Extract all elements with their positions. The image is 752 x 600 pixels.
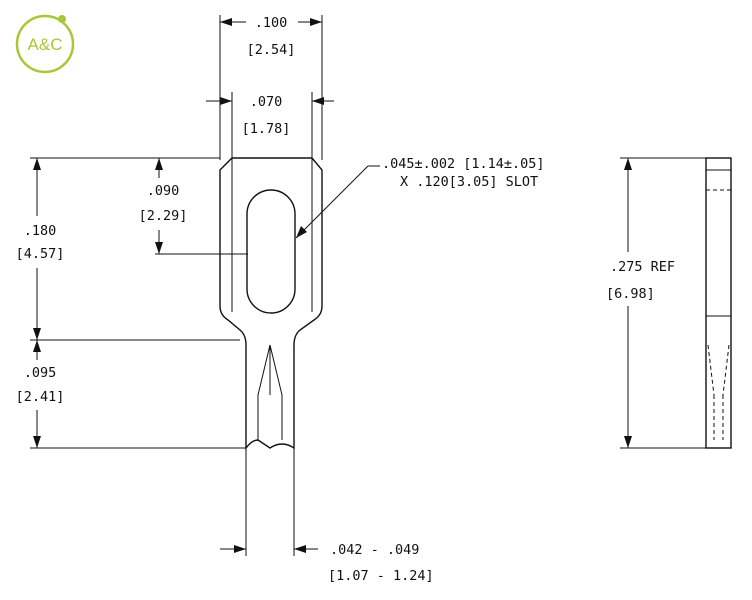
company-logo: A&C bbox=[15, 14, 75, 74]
side-view-outline bbox=[705, 157, 732, 449]
dim-tail-width: .042 - .049 [1.07 - 1.24] bbox=[220, 448, 434, 584]
side-length-inch: .275 REF bbox=[610, 259, 675, 275]
slot-callout-line1: .045±.002 [1.14±.05] bbox=[382, 156, 545, 172]
dim-tail-height: .095 [2.41] bbox=[16, 340, 246, 449]
dim-slot-width-top: .070 [1.78] bbox=[206, 92, 334, 160]
slot-callout-line2: X .120[3.05] SLOT bbox=[400, 174, 538, 190]
overall-width-inch: .100 bbox=[255, 15, 288, 31]
head-height-inch: .180 bbox=[24, 223, 57, 239]
slot-opening bbox=[246, 189, 296, 314]
part-front-view bbox=[219, 157, 323, 451]
dim-slot-center-height: .090 [2.29] bbox=[139, 157, 248, 255]
slot-width-top-mm: [1.78] bbox=[242, 121, 291, 137]
logo-ring bbox=[15, 14, 75, 74]
slot-center-height-mm: [2.29] bbox=[139, 208, 188, 224]
part-outline bbox=[219, 157, 323, 451]
tail-width-mm: [1.07 - 1.24] bbox=[328, 568, 434, 584]
slot-callout: .045±.002 [1.14±.05] X .120[3.05] SLOT bbox=[295, 156, 545, 239]
tail-height-mm: [2.41] bbox=[16, 389, 65, 405]
logo-text: A&C bbox=[28, 35, 63, 54]
slot-width-top-inch: .070 bbox=[250, 94, 283, 110]
tail-width-inch: .042 - .049 bbox=[330, 542, 419, 558]
part-side-view bbox=[705, 157, 732, 449]
tail-height-inch: .095 bbox=[24, 365, 57, 381]
slot-center-height-inch: .090 bbox=[147, 183, 180, 199]
logo-dot bbox=[58, 15, 66, 23]
overall-width-mm: [2.54] bbox=[247, 42, 296, 58]
head-height-mm: [4.57] bbox=[16, 246, 65, 262]
dim-head-height: .180 [4.57] bbox=[16, 157, 240, 341]
dim-side-length: .275 REF [6.98] bbox=[606, 157, 706, 449]
dim-overall-width: .100 [2.54] bbox=[219, 15, 323, 160]
side-length-mm: [6.98] bbox=[606, 286, 655, 302]
